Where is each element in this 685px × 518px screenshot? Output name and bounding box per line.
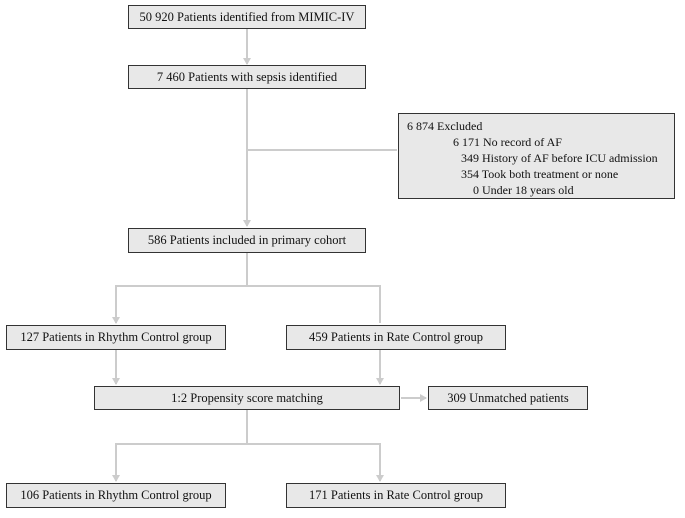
excluded-item: 349 History of AF before ICU admission	[461, 151, 658, 165]
box-matching: 1:2 Propensity score matching	[94, 386, 400, 410]
box-unmatched-label: 309 Unmatched patients	[447, 390, 569, 405]
box-identified: 50 920 Patients identified from MIMIC-IV	[128, 5, 366, 29]
connector-matching-split	[112, 410, 248, 482]
box-sepsis: 7 460 Patients with sepsis identified	[128, 65, 366, 89]
box-rhythm-post: 106 Patients in Rhythm Control group	[6, 483, 226, 508]
connector-matching-rate-post	[247, 443, 384, 482]
excluded-item: 6 171 No record of AF	[453, 135, 562, 149]
excluded-item: 0 Under 18 years old	[473, 183, 574, 197]
excluded-title: 6 874 Excluded	[407, 119, 483, 133]
box-primary-label: 586 Patients included in primary cohort	[147, 233, 347, 248]
connector-primary-split	[112, 253, 248, 324]
box-matching-label: 1:2 Propensity score matching	[171, 390, 323, 405]
box-identified-label: 50 920 Patients identified from MIMIC-IV	[139, 9, 355, 24]
box-rhythm-post-label: 106 Patients in Rhythm Control group	[20, 488, 212, 503]
connector-primary-rate	[247, 285, 381, 323]
box-sepsis-label: 7 460 Patients with sepsis identified	[156, 69, 338, 84]
box-rhythm-pre: 127 Patients in Rhythm Control group	[6, 325, 226, 350]
box-rate-post-label: 171 Patients in Rate Control group	[309, 488, 483, 503]
box-unmatched: 309 Unmatched patients	[428, 386, 588, 410]
box-excluded: 6 874 Excluded 6 171 No record of AF 349…	[398, 113, 675, 199]
box-rate-post: 171 Patients in Rate Control group	[286, 483, 506, 508]
box-rate-pre-label: 459 Patients in Rate Control group	[309, 330, 483, 345]
box-rate-pre: 459 Patients in Rate Control group	[286, 325, 506, 350]
excluded-item: 354 Took both treatment or none	[461, 167, 619, 181]
box-primary: 586 Patients included in primary cohort	[128, 228, 366, 253]
box-rhythm-pre-label: 127 Patients in Rhythm Control group	[20, 330, 212, 345]
